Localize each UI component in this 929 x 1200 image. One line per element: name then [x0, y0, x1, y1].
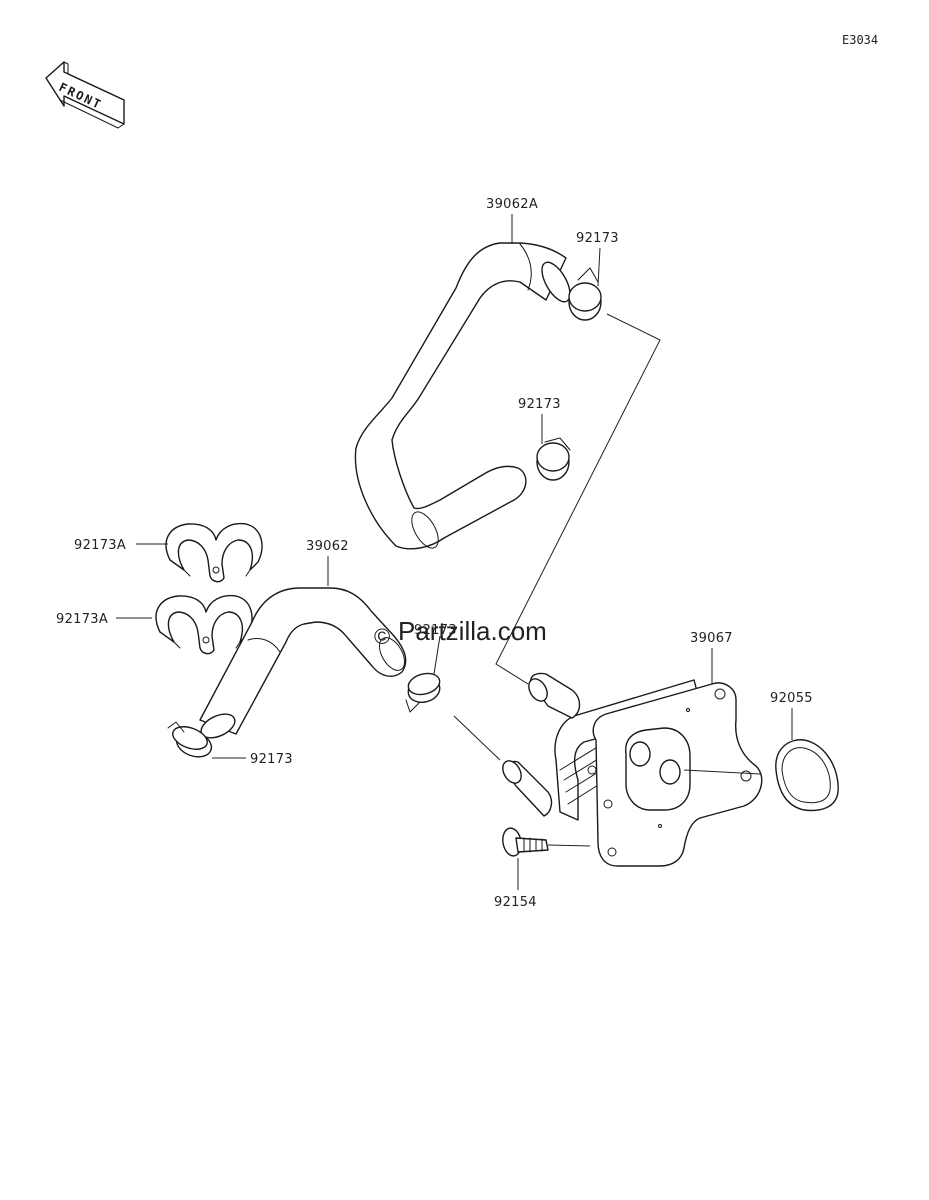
clip-92173a-top[interactable]: [165, 522, 263, 583]
bolt-92154[interactable]: [501, 827, 549, 858]
hose-39062[interactable]: [197, 587, 409, 743]
clamp-92173-upper-top[interactable]: [568, 267, 602, 321]
leader-bolt-to-cooler: [547, 844, 591, 847]
watermark: © Partzilla.com: [374, 616, 547, 649]
label-92173a-bottom: 92173A: [56, 612, 108, 627]
leader-cooler-to-gasket: [683, 769, 761, 775]
label-92173-lower-mid: 92173: [414, 623, 457, 638]
hose-39062a[interactable]: [354, 242, 575, 552]
label-39062: 39062: [306, 539, 349, 554]
label-92055: 92055: [770, 691, 813, 706]
leader-92173-upper-top: [597, 247, 601, 287]
label-92173a-top: 92173A: [74, 538, 126, 553]
leader-92173-lower-mid: [433, 635, 441, 675]
diagram-code: E3034: [842, 33, 878, 47]
label-39062a: 39062A: [486, 197, 538, 212]
label-92154: 92154: [494, 895, 537, 910]
leader-upper-clamp-to-cooler: [495, 313, 661, 685]
leader-lower-clamp-to-cooler: [453, 715, 501, 761]
label-92173-upper-top: 92173: [576, 231, 619, 246]
clamp-92173-lower-left[interactable]: [167, 721, 215, 761]
oil-cooler-39067[interactable]: [499, 672, 763, 867]
label-39067: 39067: [690, 631, 733, 646]
watermark-text: Partzilla.com: [398, 616, 547, 646]
clip-92173a-bottom[interactable]: [155, 594, 253, 655]
label-92173-upper-mid: 92173: [518, 397, 561, 412]
front-arrow-icon: FRONT: [45, 61, 125, 129]
clamp-92173-lower-mid[interactable]: [405, 670, 442, 713]
gasket-92055[interactable]: [775, 739, 839, 812]
watermark-copyright-symbol: ©: [374, 624, 390, 649]
label-92173-lower-left: 92173: [250, 752, 293, 767]
clamp-92173-upper-mid[interactable]: [536, 437, 571, 481]
